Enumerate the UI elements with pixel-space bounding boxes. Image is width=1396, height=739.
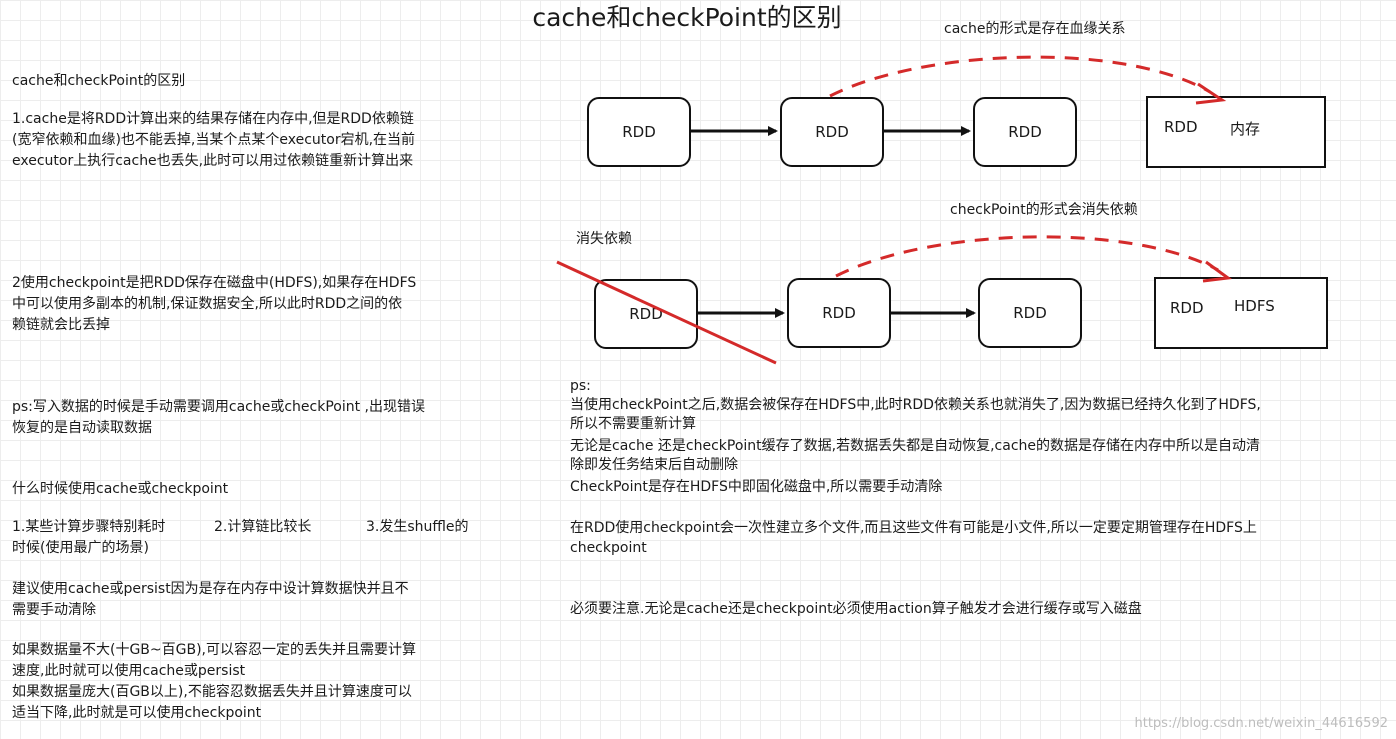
- reason-2: 2.计算链比较长: [214, 519, 312, 535]
- hdfs-store-label: HDFS: [1234, 297, 1275, 315]
- ps-right-3: CheckPoint是存在HDFS中即固化磁盘中,所以需要手动清除: [570, 479, 943, 495]
- suggest-line-1: 建议使用cache或persist因为是存在内存中设计算数据快并且不: [12, 581, 409, 597]
- checkpoint-desc-line-2: 中可以使用多副本的机制,保证数据安全,所以此时RDD之间的依: [12, 296, 403, 312]
- watermark: https://blog.csdn.net/weixin_44616592: [1134, 716, 1388, 731]
- cache-dashed-arrow: [829, 55, 1227, 105]
- checkpoint-rdd-node-3: RDD: [978, 278, 1082, 348]
- hdfs-store-box: RDD HDFS: [1154, 277, 1328, 349]
- checkpoint-desc-line-3: 赖链就会比丢掉: [12, 317, 110, 333]
- when-question: 什么时候使用cache或checkpoint: [12, 481, 229, 497]
- checkpoint-diagram-label: checkPoint的形式会消失依赖: [950, 202, 1138, 218]
- memory-store-rdd: RDD: [1164, 118, 1198, 136]
- small-data-line-1: 如果数据量不大(十GB~百GB),可以容忍一定的丢失并且需要计算: [12, 642, 417, 658]
- strike-through-line: [556, 260, 777, 365]
- ps-right-2-line-1: 无论是cache 还是checkPoint缓存了数据,若数据丢失都是自动恢复,c…: [570, 438, 1261, 454]
- cache-rdd-node-1: RDD: [587, 97, 691, 167]
- ps-left-line-1: ps:写入数据的时候是手动需要调用cache或checkPoint ,出现错误: [12, 399, 426, 415]
- cache-desc-line-3: executor上执行cache也丢失,此时可以用过依赖链重新计算出来: [12, 153, 414, 169]
- large-data-line-1: 如果数据量庞大(百GB以上),不能容忍数据丢失并且计算速度可以: [12, 684, 412, 700]
- checkpoint-dashed-arrow: [835, 235, 1232, 283]
- hdfs-store-rdd: RDD: [1170, 299, 1204, 317]
- memory-store-label: 内存: [1230, 120, 1261, 138]
- note-1-line-1: 在RDD使用checkpoint会一次性建立多个文件,而且这些文件有可能是小文件…: [570, 520, 1257, 536]
- checkpoint-rdd-node-2: RDD: [787, 278, 891, 348]
- ps-right-1-line-2: 所以不需要重新计算: [570, 416, 696, 432]
- reason-1: 1.某些计算步骤特别耗时: [12, 519, 166, 535]
- note-2: 必须要注意.无论是cache还是checkpoint必须使用action算子触发…: [570, 601, 1142, 617]
- suggest-line-2: 需要手动清除: [12, 602, 96, 618]
- ps-right-heading: ps:: [570, 378, 591, 394]
- cache-diagram-label: cache的形式是存在血缘关系: [944, 21, 1126, 37]
- cache-desc-line-2: (宽窄依赖和血缘)也不能丢掉,当某个点某个executor宕机,在当前: [12, 132, 416, 148]
- reason-3: 3.发生shuffle的: [366, 519, 469, 535]
- ps-left-line-2: 恢复的是自动读取数据: [12, 420, 152, 436]
- checkpoint-desc-line-1: 2使用checkpoint是把RDD保存在磁盘中(HDFS),如果存在HDFS: [12, 275, 417, 291]
- checkpoint-rdd-node-1: RDD: [594, 279, 698, 349]
- large-data-line-2: 适当下降,此时就是可以使用checkpoint: [12, 705, 262, 721]
- reason-3-cont: 时候(使用最广的场景): [12, 540, 149, 556]
- page-title: cache和checkPoint的区别: [532, 3, 842, 32]
- note-1-line-2: checkpoint: [570, 540, 647, 556]
- small-data-line-2: 速度,此时就可以使用cache或persist: [12, 663, 246, 679]
- ps-right-1-line-1: 当使用checkPoint之后,数据会被保存在HDFS中,此时RDD依赖关系也就…: [570, 397, 1261, 413]
- memory-store-box: RDD 内存: [1146, 96, 1326, 168]
- ps-right-2-line-2: 除即发任务结束后自动删除: [570, 457, 738, 473]
- cache-desc-line-1: 1.cache是将RDD计算出来的结果存储在内存中,但是RDD依赖链: [12, 111, 414, 127]
- lost-dependency-label: 消失依赖: [576, 231, 632, 247]
- cache-rdd-node-2: RDD: [780, 97, 884, 167]
- cache-rdd-node-3: RDD: [973, 97, 1077, 167]
- left-heading: cache和checkPoint的区别: [12, 73, 186, 89]
